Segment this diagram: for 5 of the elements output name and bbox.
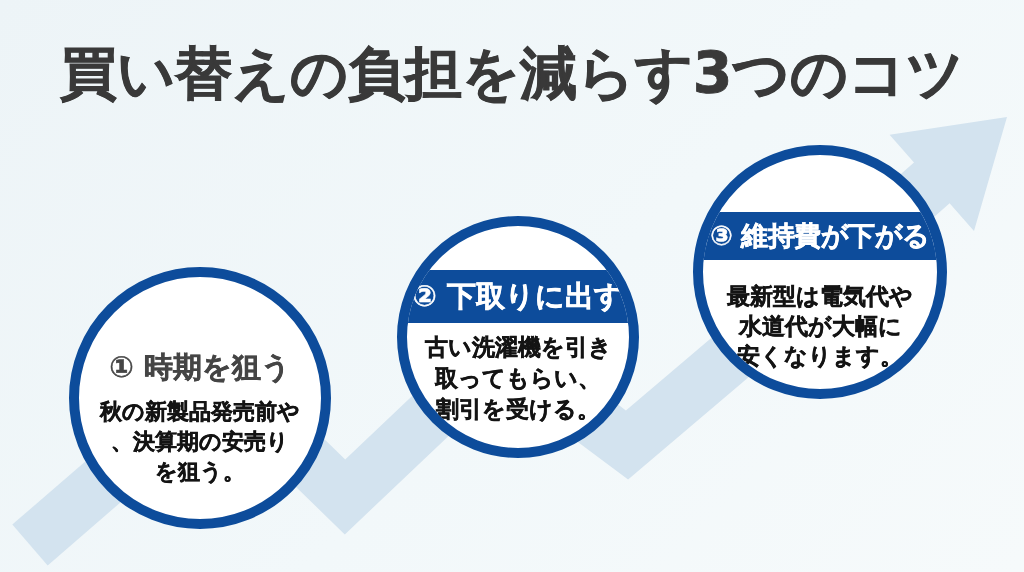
heading-band: ③ 維持費が下がる <box>703 212 937 260</box>
step-description: 秋の新製品発売前や、決算期の安売りを狙う。 <box>100 398 300 486</box>
step-heading: ① 時期を狙う <box>109 349 291 386</box>
title: 買い替えの負担を減らす3つのコツ <box>59 40 965 106</box>
arrow <box>889 117 1007 231</box>
